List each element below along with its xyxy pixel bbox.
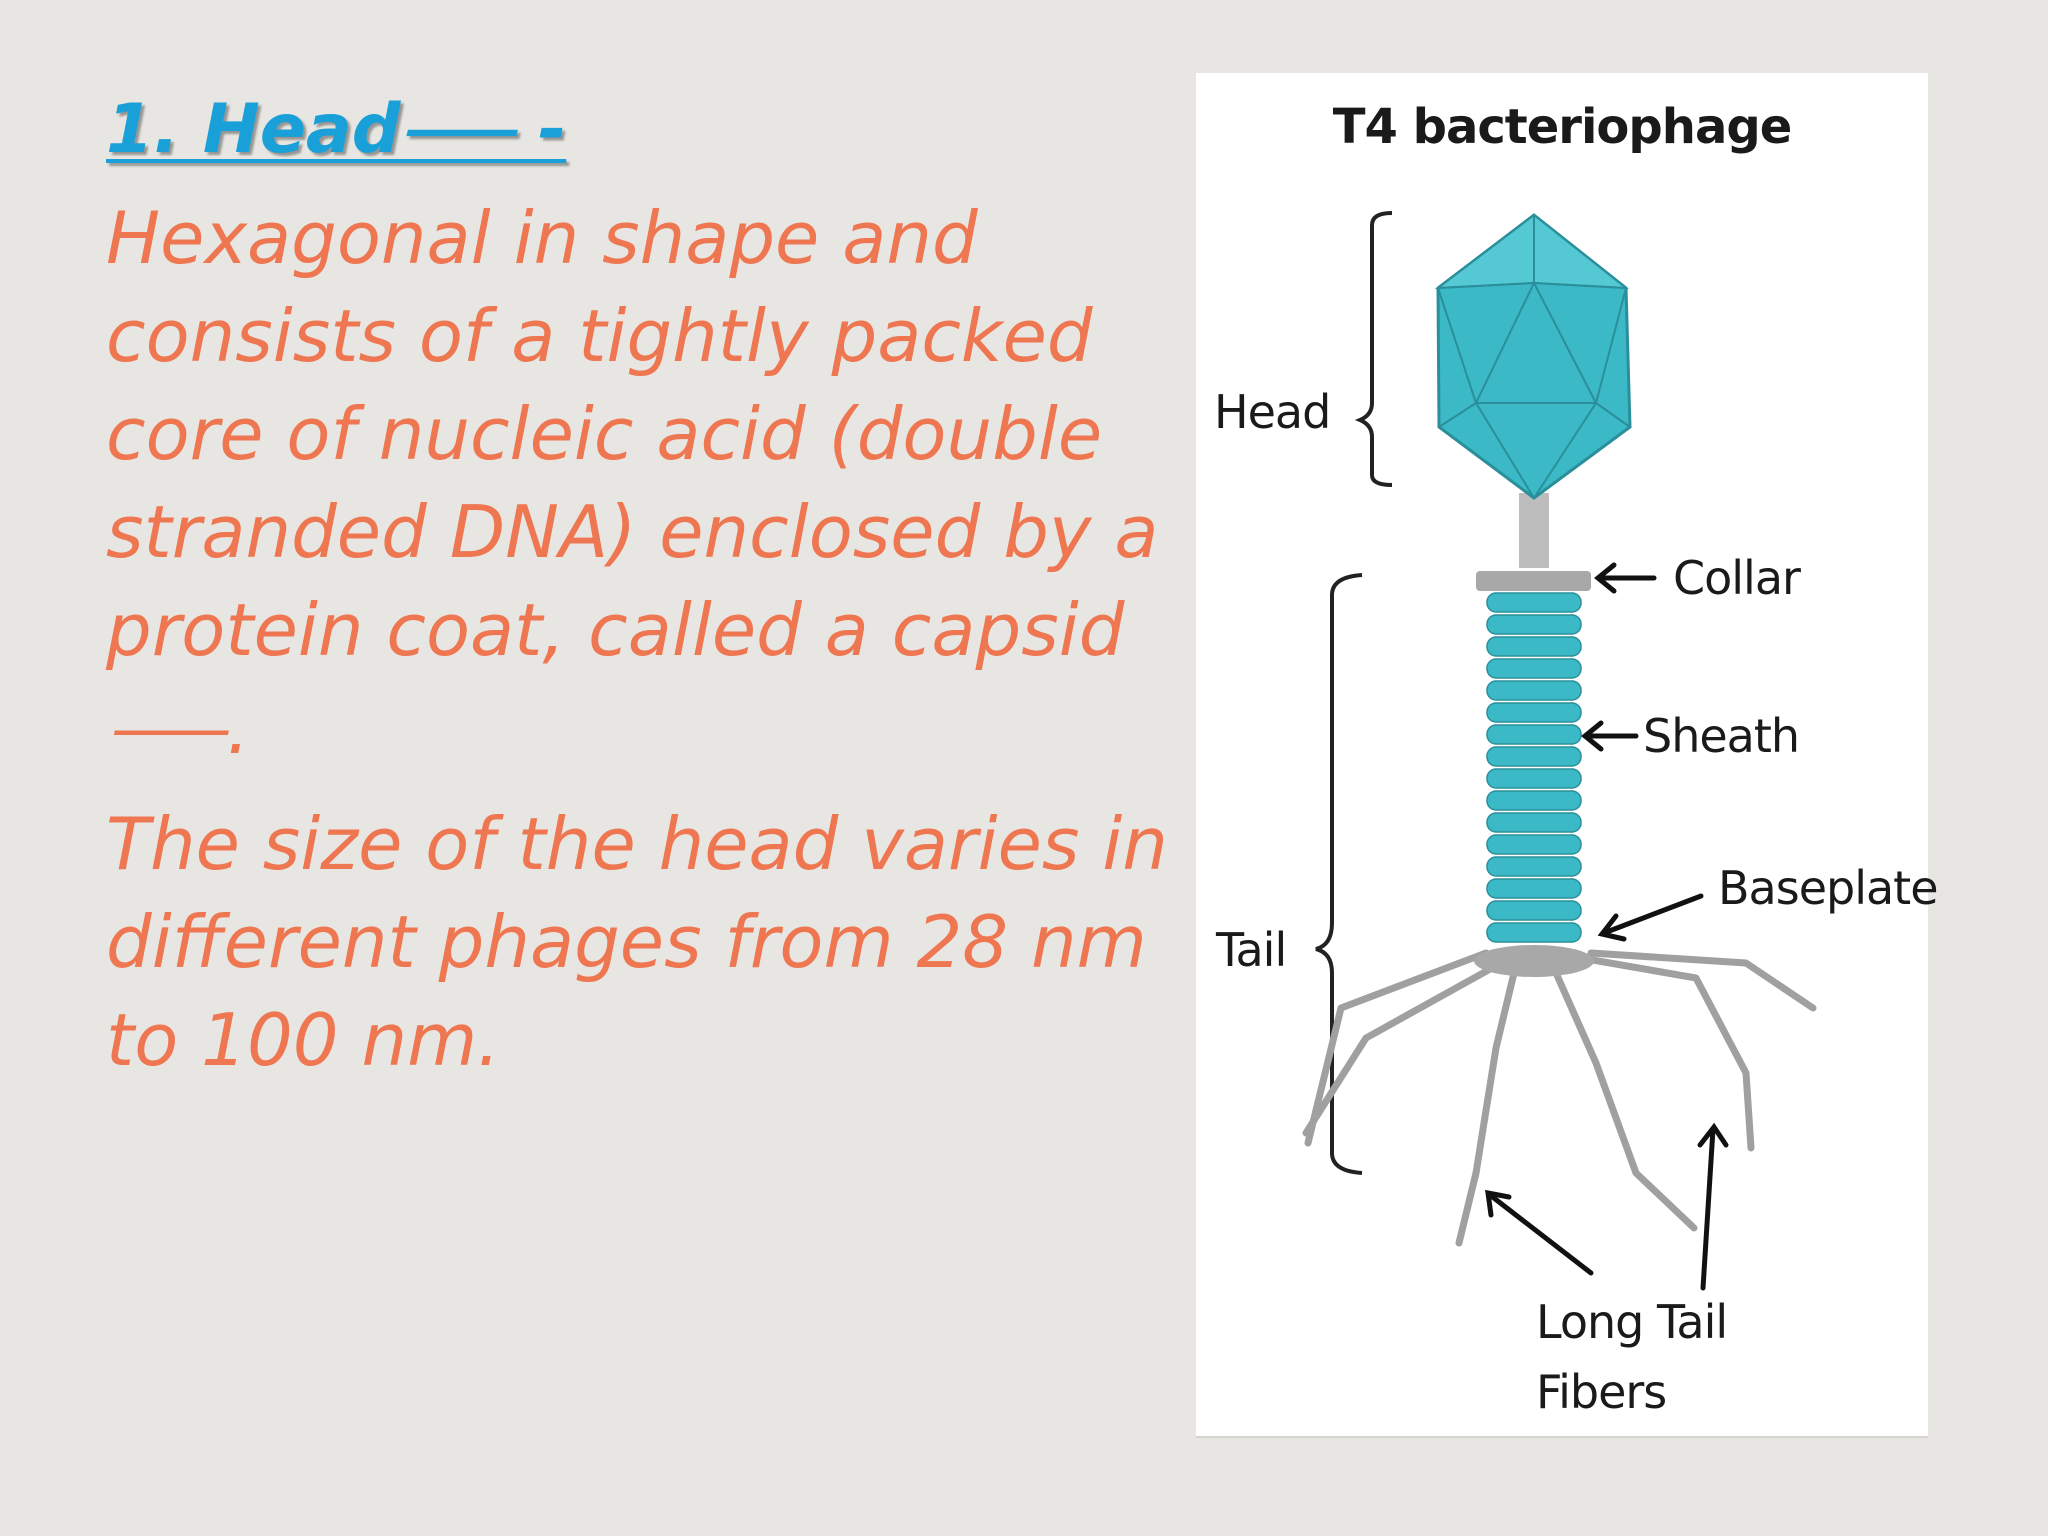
tail-fibers-icon: [1302, 949, 1817, 1247]
tail-bracket: [1315, 573, 1363, 1175]
sheath-ring: [1486, 614, 1582, 635]
sheath-ring: [1486, 922, 1582, 943]
text-column: 1. Head⸺ - Hexagonal in shape and consis…: [106, 85, 1186, 1089]
capsid-icon: [1434, 213, 1632, 500]
sheath-ring: [1486, 834, 1582, 855]
phage-illustration: [1302, 211, 1817, 1291]
sheath-ring: [1486, 900, 1582, 921]
t4-bacteriophage-figure: T4 bacteriophage Head Tail Collar Sheath…: [1196, 73, 1939, 1436]
label-fibers-line2: Fibers: [1536, 1365, 1667, 1419]
sheath-ring: [1486, 878, 1582, 899]
label-sheath: Sheath: [1643, 709, 1800, 763]
label-baseplate: Baseplate: [1718, 861, 1939, 915]
sheath-ring: [1486, 636, 1582, 657]
neck: [1519, 493, 1549, 568]
label-tail: Tail: [1216, 923, 1287, 977]
description-paragraph: Hexagonal in shape and consists of a tig…: [106, 196, 1159, 770]
sheath-ring: [1486, 856, 1582, 877]
head-bracket: [1354, 211, 1393, 487]
label-arrows: [1485, 562, 1729, 1291]
size-paragraph: The size of the head varies in different…: [106, 802, 1168, 1082]
sheath-ring: [1486, 680, 1582, 701]
sheath-ring: [1486, 724, 1582, 745]
sheath: [1486, 592, 1582, 943]
sheath-ring: [1486, 658, 1582, 679]
collar-plate: [1476, 571, 1591, 591]
sheath-ring: [1486, 812, 1582, 833]
section-heading: 1. Head⸺ -: [106, 90, 567, 169]
sheath-ring: [1486, 592, 1582, 613]
sheath-ring: [1486, 790, 1582, 811]
sheath-ring: [1486, 768, 1582, 789]
sheath-ring: [1486, 702, 1582, 723]
label-head: Head: [1214, 385, 1331, 439]
label-collar: Collar: [1673, 551, 1801, 605]
label-fibers-line1: Long Tail: [1536, 1295, 1728, 1349]
baseplate: [1474, 945, 1594, 977]
figure-title: T4 bacteriophage: [1332, 99, 1793, 155]
sheath-ring: [1486, 746, 1582, 767]
